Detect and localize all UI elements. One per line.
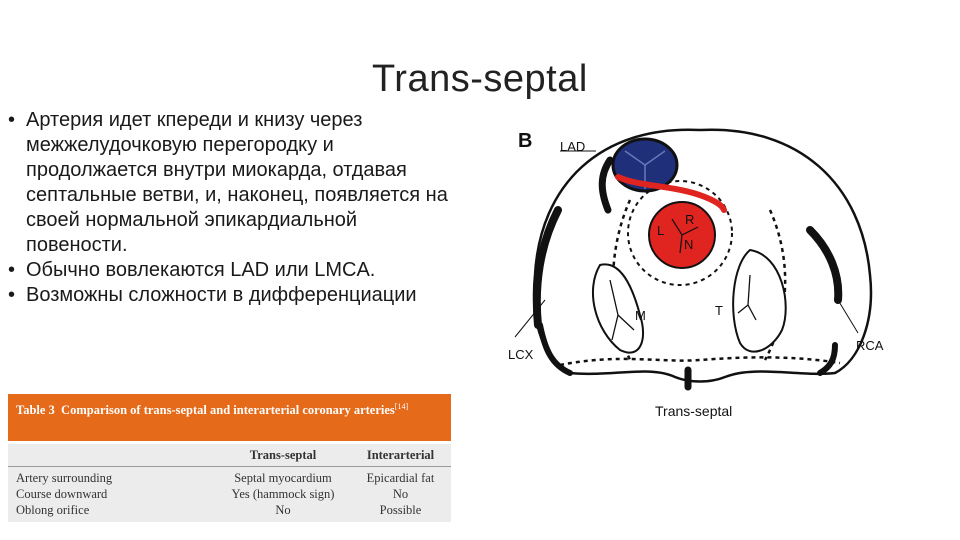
dashed-aorta-ring: [627, 180, 733, 286]
bullet-list: • Артерия идет кпереди и книзу через межж…: [6, 108, 456, 308]
table-caption-text: Comparison of trans-septal and interarte…: [61, 403, 395, 418]
right-ventricle-cavity: [732, 248, 787, 353]
trans-septal-artery-course: [615, 174, 727, 213]
table-body: Trans-septal Interarterial Artery surrou…: [8, 444, 451, 522]
table-divider: [8, 466, 451, 467]
table-row: Oblong orifice No Possible: [8, 503, 451, 519]
label-n: N: [684, 237, 693, 252]
dashed-boundary-left: [611, 199, 632, 361]
leader-line-lcx: [514, 299, 546, 338]
table-header-interarterial: Interarterial: [366, 448, 435, 462]
table-caption-ref: [14]: [394, 402, 409, 411]
leader-line-rca: [837, 299, 859, 334]
left-ventricle-cavity: [592, 263, 645, 354]
table-row: Artery surrounding Septal myocardium Epi…: [8, 471, 451, 487]
bullet-text: Обычно вовлекаются LAD или LMCA.: [26, 259, 376, 281]
label-rca: RCA: [856, 338, 884, 353]
label-lad: LAD: [560, 139, 585, 154]
table-cell: No: [392, 487, 409, 501]
label-r: R: [685, 212, 694, 227]
bullet-text: Артерия идет кпереди и книзу через межже…: [26, 109, 448, 256]
table-header-row: Trans-septal Interarterial: [8, 448, 451, 464]
label-lcx: LCX: [508, 347, 534, 362]
table-cell: Epicardial fat: [366, 471, 435, 485]
label-t: T: [715, 303, 723, 318]
diagram-caption: Trans-septal: [655, 403, 732, 419]
epicardial-artery-right: [806, 226, 843, 304]
bullet-item: • Артерия идет кпереди и книзу через межж…: [6, 108, 456, 258]
mitral-valve-lines: [609, 279, 635, 341]
slide-title: Trans-septal: [372, 58, 588, 100]
table-caption: Table 3 Comparison of trans-septal and i…: [8, 394, 451, 441]
bullet-dot-icon: •: [8, 259, 16, 281]
table-cell: Possible: [379, 503, 422, 517]
table-cell: Artery surrounding: [16, 471, 113, 485]
dashed-boundary-bottom: [559, 356, 841, 367]
epicardial-artery-left: [532, 206, 562, 329]
table-cell: Oblong orifice: [16, 503, 90, 517]
label-l: L: [657, 223, 664, 238]
aortic-valve-lines: [671, 218, 699, 254]
lad-artery: [598, 156, 614, 214]
bullet-item: • Возможны сложности в дифференциации: [6, 283, 456, 308]
comparison-table: Table 3 Comparison of trans-septal and i…: [8, 394, 451, 524]
heart-diagram: B LAD L R N M T RCA LCX Trans-septal: [508, 128, 884, 419]
table-cell: Septal myocardium: [234, 471, 332, 485]
label-m: M: [635, 308, 646, 323]
bullet-dot-icon: •: [8, 284, 16, 306]
tricuspid-valve-lines: [737, 274, 757, 321]
table-cell: No: [275, 503, 291, 517]
bullet-text: Возможны сложности в дифференциации: [26, 284, 417, 306]
bullet-dot-icon: •: [8, 109, 16, 131]
panel-label: B: [518, 130, 532, 152]
bullet-item: • Обычно вовлекаются LAD или LMCA.: [6, 258, 456, 283]
table-caption-number: Table 3: [16, 403, 55, 418]
table-header-trans-septal: Trans-septal: [249, 448, 317, 462]
table-cell: Course downward: [16, 487, 108, 501]
table-cell: Yes (hammock sign): [231, 487, 335, 501]
table-row: Course downward Yes (hammock sign) No: [8, 487, 451, 503]
epicardial-artery-lower-left: [537, 322, 573, 376]
